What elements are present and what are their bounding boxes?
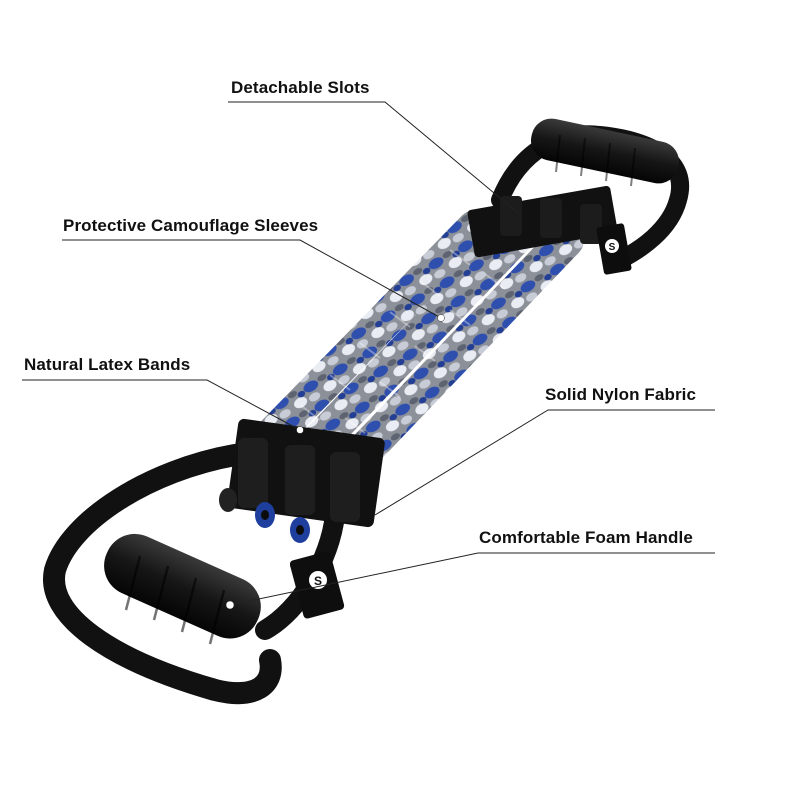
callout-detachable-slots: Detachable Slots: [231, 78, 370, 97]
leader-dots: [225, 314, 445, 610]
callout-camouflage-sleeves: Protective Camouflage Sleeves: [63, 216, 319, 235]
leader-line-foam-handle: [229, 552, 715, 606]
upper-foam-handle: [530, 118, 680, 187]
lower-foam-handle: [104, 533, 261, 645]
dot-latex-bands: [296, 426, 304, 434]
callout-latex-bands: Natural Latex Bands: [24, 355, 191, 374]
callout-foam-handle: Comfortable Foam Handle: [479, 528, 693, 547]
lower-strap-tab: S: [289, 551, 345, 619]
lower-brand-mark: S: [314, 574, 322, 588]
leader-lines: [22, 101, 715, 606]
lower-connector-block: [219, 418, 385, 543]
leader-line-nylon-fabric: [374, 409, 715, 516]
leader-line-detachable-slots: [228, 101, 519, 214]
upper-connector-block: S: [467, 185, 632, 275]
leader-line-latex-bands: [22, 379, 301, 431]
leader-line-camouflage-sleeves: [62, 239, 442, 319]
dot-foam-handle: [225, 600, 235, 610]
upper-brand-mark: S: [609, 242, 616, 253]
dot-camouflage-sleeves: [437, 314, 445, 322]
callout-nylon-fabric: Solid Nylon Fabric: [545, 385, 697, 404]
